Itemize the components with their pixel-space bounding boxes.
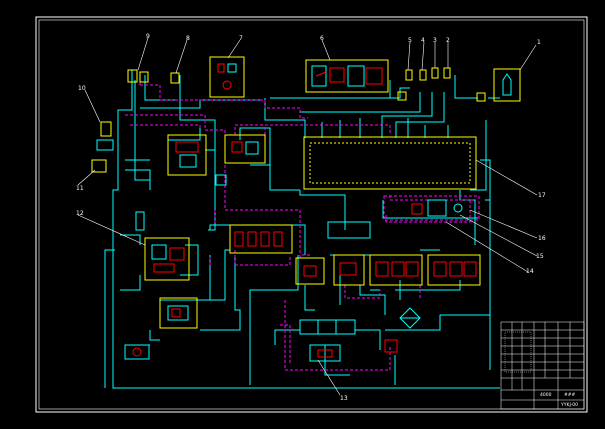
component-valve-bank-center [229, 224, 293, 254]
component-check-valve [384, 339, 398, 353]
component-switch-11 [91, 159, 107, 173]
pilot-line-network [125, 75, 475, 371]
callout-labels: 1 2 3 4 5 6 7 8 9 10 11 12 13 14 15 16 1… [76, 33, 546, 402]
component-pump-motor [124, 344, 150, 360]
component-tank-block [327, 221, 371, 239]
component-sensor-8 [170, 72, 180, 84]
drawing-frame [35, 16, 588, 413]
component-accumulator-1 [476, 68, 521, 102]
component-cooler [399, 307, 421, 329]
callout-5: 5 [408, 37, 412, 44]
component-valve-bank-16 [383, 195, 480, 221]
component-valve-7 [209, 56, 245, 98]
callout-12: 12 [76, 210, 84, 217]
callout-10: 10 [78, 85, 86, 92]
callout-3: 3 [433, 37, 437, 44]
component-gauges-2-6 [397, 67, 451, 101]
component-main-control-valve [303, 136, 477, 190]
callout-1: 1 [537, 39, 541, 46]
callout-4: 4 [421, 37, 425, 44]
callout-8: 8 [186, 35, 190, 42]
component-lower-valve-left [159, 297, 198, 329]
component-valve-block-4 [305, 59, 389, 93]
component-relief-valve [167, 134, 207, 176]
callout-2: 2 [446, 37, 450, 44]
pressure-line-network [104, 70, 500, 389]
callout-14: 14 [526, 268, 534, 275]
title-block-cell-c: YYKJ-00 [560, 402, 578, 408]
title-block-cell-a: 4000 [540, 392, 552, 398]
callout-6: 6 [320, 35, 324, 42]
callout-7: 7 [239, 35, 243, 42]
component-small-valve [224, 134, 266, 164]
callout-15: 15 [536, 253, 544, 260]
component-cylinder-valves-row [295, 254, 481, 286]
component-sensor-9 [127, 69, 149, 83]
leader-lines [77, 37, 538, 396]
component-filter-10 [96, 121, 114, 151]
title-block [500, 321, 585, 410]
title-block-cell-b: ### [564, 392, 576, 398]
callout-17: 17 [538, 192, 546, 199]
callout-13: 13 [340, 395, 348, 402]
component-cylinder-7-line [135, 174, 227, 231]
callout-16: 16 [538, 235, 546, 242]
callout-9: 9 [146, 33, 150, 40]
callout-11: 11 [76, 185, 84, 192]
component-valve-12 [144, 237, 190, 281]
component-directional-valve-13 [299, 319, 356, 362]
